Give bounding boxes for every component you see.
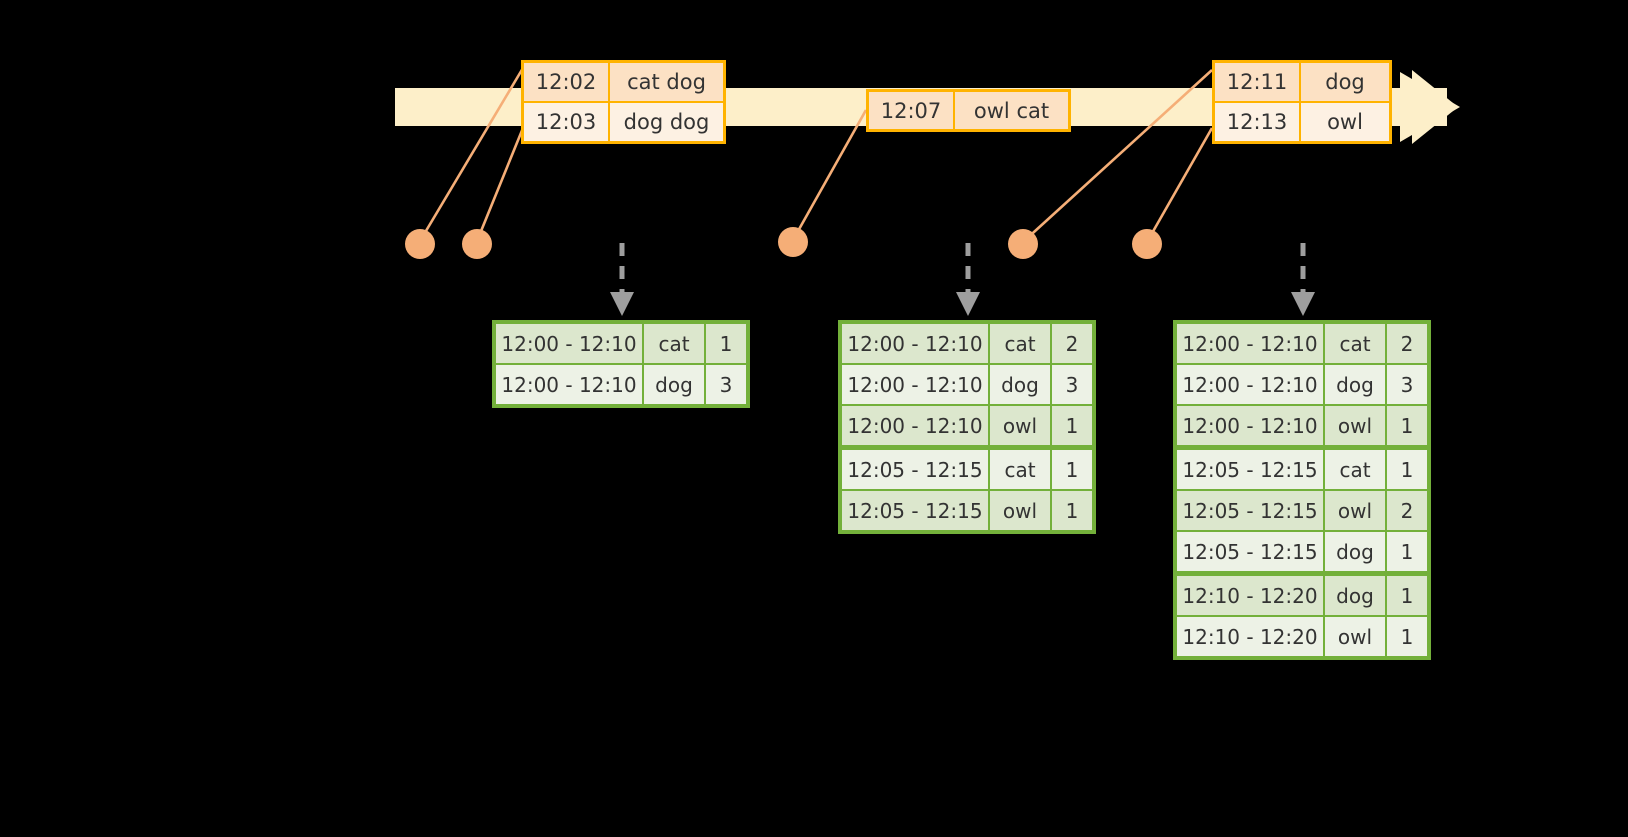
event-time: 12:02 — [524, 63, 610, 101]
timeline-event-row[interactable]: 12:11 dog — [1215, 63, 1389, 101]
dot-1-icon — [405, 229, 435, 259]
count-cell: 1 — [1065, 498, 1079, 523]
window-range-cell: 12:05 - 12:15 — [1177, 491, 1325, 530]
timeline-event-row[interactable]: 12:03 dog dog — [524, 101, 723, 141]
count-cell: 3 — [1065, 372, 1079, 397]
word-cell: cat — [644, 324, 706, 363]
window-range-cell: 12:00 - 12:10 — [842, 324, 990, 363]
count-cell: 1 — [1400, 413, 1414, 438]
word-cell: cat — [1325, 324, 1387, 363]
timeline-event-row[interactable]: 12:07 owl cat — [869, 92, 1068, 129]
window-range-cell: 12:00 - 12:10 — [496, 324, 644, 363]
dashed-arrow-heads — [610, 292, 1315, 316]
window-range-cell: 12:05 - 12:15 — [842, 450, 990, 489]
window-range-cell: 12:05 - 12:15 — [1177, 450, 1325, 489]
event-time: 12:03 — [524, 103, 610, 141]
timeline-event-group-1[interactable]: 12:02 cat dog 12:03 dog dog — [521, 60, 726, 144]
event-dots — [405, 227, 1162, 259]
timeline-event-group-2[interactable]: 12:07 owl cat — [866, 89, 1071, 132]
event-words: cat dog — [627, 70, 706, 94]
count-cell: 1 — [1065, 457, 1079, 482]
word-cell: dog — [1325, 365, 1387, 404]
word-cell: owl — [990, 406, 1052, 445]
window-range-cell: 12:00 - 12:10 — [1177, 324, 1325, 363]
word-cell: dog — [990, 365, 1052, 404]
word-cell: dog — [1325, 576, 1387, 615]
word-cell: owl — [1325, 617, 1387, 656]
count-cell: 1 — [1400, 583, 1414, 608]
count-cell: 2 — [1065, 331, 1079, 356]
window-range-cell: 12:10 - 12:20 — [1177, 576, 1325, 615]
dot-4-icon — [1008, 229, 1038, 259]
timeline-event-row[interactable]: 12:13 owl — [1215, 101, 1389, 141]
word-cell: dog — [1325, 532, 1387, 571]
dot-5-icon — [1132, 229, 1162, 259]
count-cell: 2 — [1400, 331, 1414, 356]
word-cell: cat — [1325, 450, 1387, 489]
window-range-cell: 12:10 - 12:20 — [1177, 617, 1325, 656]
dashed-arrows — [619, 243, 1306, 295]
window-range-cell: 12:00 - 12:10 — [842, 365, 990, 404]
word-cell: cat — [990, 450, 1052, 489]
count-cell: 1 — [1065, 413, 1079, 438]
word-cell: owl — [990, 491, 1052, 530]
count-cell: 1 — [1400, 624, 1414, 649]
window-range-cell: 12:00 - 12:10 — [842, 406, 990, 445]
dot-3-icon — [778, 227, 808, 257]
event-words: owl — [1327, 110, 1363, 134]
window-range-cell: 12:00 - 12:10 — [1177, 406, 1325, 445]
window-range-cell: 12:05 - 12:15 — [1177, 532, 1325, 571]
count-cell: 1 — [1400, 539, 1414, 564]
word-cell: owl — [1325, 406, 1387, 445]
timeline-event-group-3[interactable]: 12:11 dog 12:13 owl — [1212, 60, 1392, 144]
event-words: dog — [1325, 70, 1365, 94]
timeline-arrow-head — [1400, 72, 1460, 142]
event-words: owl cat — [973, 98, 1050, 123]
window-range-cell: 12:00 - 12:10 — [1177, 365, 1325, 404]
count-cell: 3 — [1400, 372, 1414, 397]
word-cell: owl — [1325, 491, 1387, 530]
word-cell: cat — [990, 324, 1052, 363]
word-cell: dog — [644, 365, 706, 404]
window-range-cell: 12:00 - 12:10 — [496, 365, 644, 404]
window-range-cell: 12:05 - 12:15 — [842, 491, 990, 530]
count-cell: 1 — [719, 331, 733, 356]
event-time: 12:13 — [1215, 103, 1301, 141]
event-words: dog dog — [623, 110, 710, 134]
timeline-event-row[interactable]: 12:02 cat dog — [524, 63, 723, 101]
count-cell: 3 — [719, 372, 733, 397]
dot-2-icon — [462, 229, 492, 259]
event-time: 12:07 — [869, 92, 955, 129]
count-cell: 1 — [1400, 457, 1414, 482]
event-time: 12:11 — [1215, 63, 1301, 101]
count-cell: 2 — [1400, 498, 1414, 523]
